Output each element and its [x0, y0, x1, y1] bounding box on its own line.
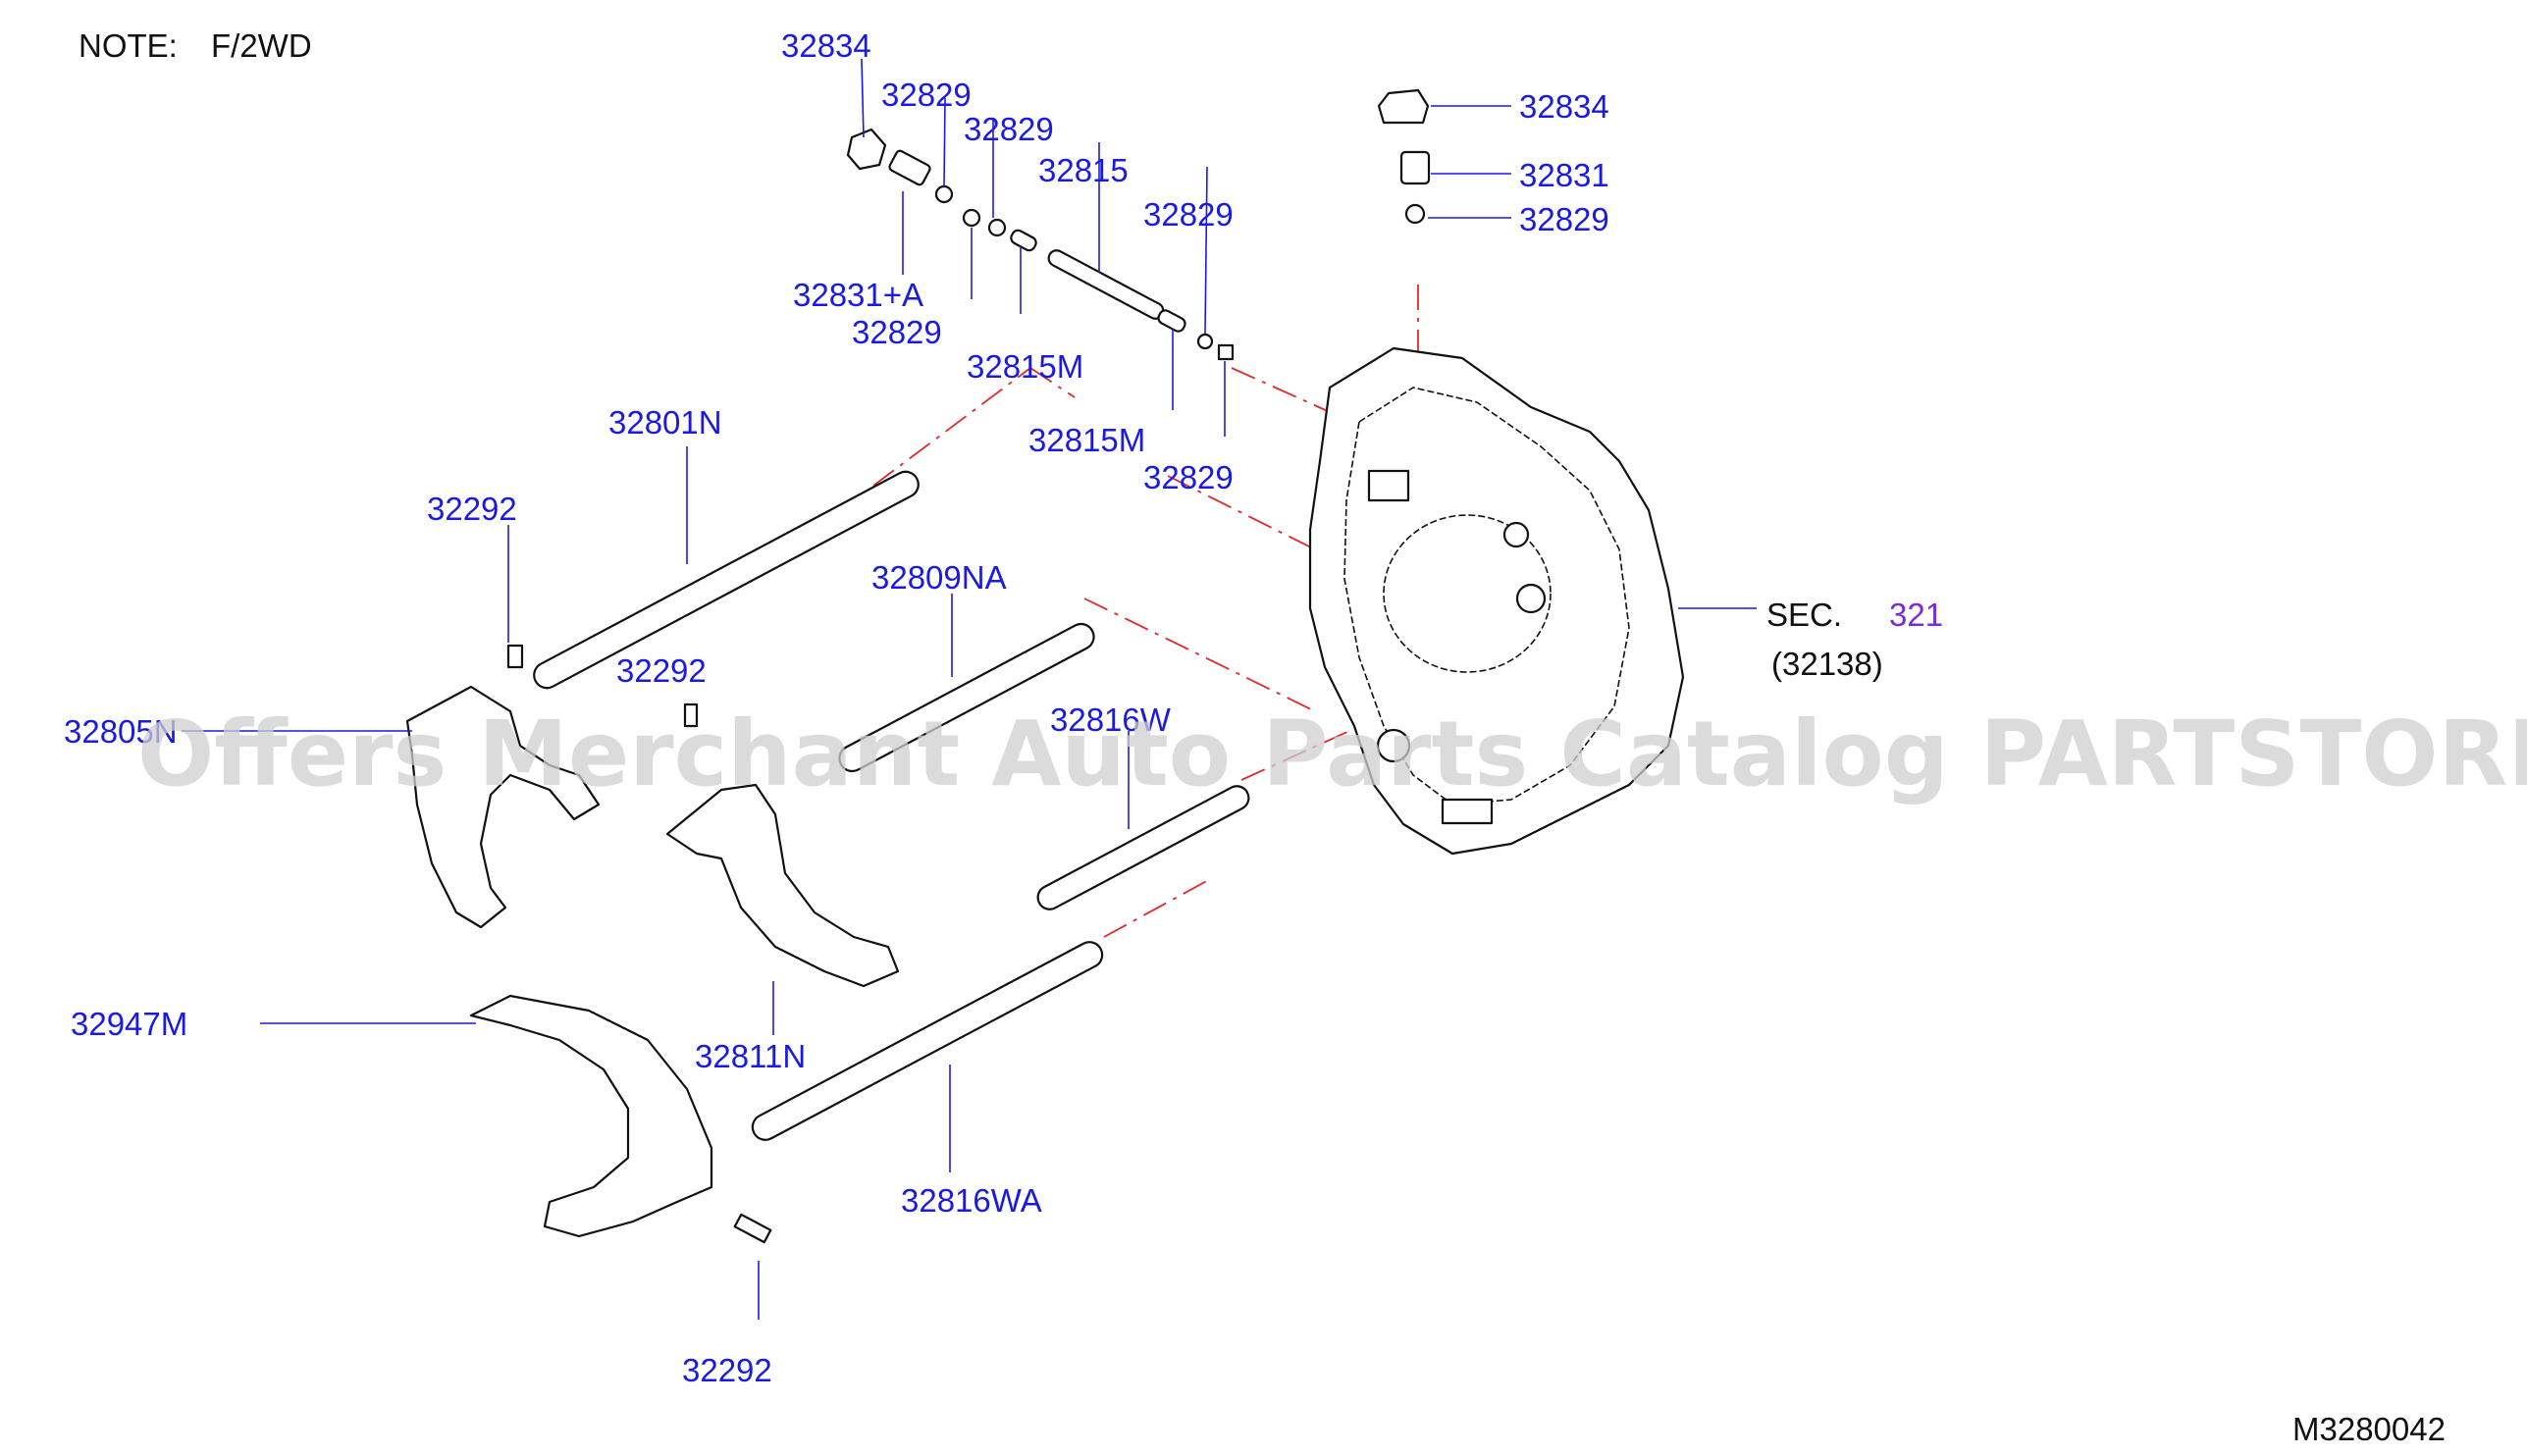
pin-32292-icon — [506, 644, 524, 669]
case-hole — [1515, 583, 1547, 614]
part-labels[interactable]: 32834 32829 32829 32815 32829 32831+A 32… — [64, 27, 1609, 1388]
part-label-32815[interactable]: 32815 — [1038, 152, 1129, 188]
spring-32831-icon — [1399, 150, 1431, 185]
part-label-32829-b[interactable]: 32829 — [964, 111, 1054, 147]
interlock-pin-32815-icon — [1047, 249, 1165, 320]
part-label-32831[interactable]: 32831 — [1519, 157, 1609, 193]
part-label-32809na[interactable]: 32809NA — [871, 559, 1007, 596]
shift-fork-32805n-icon — [405, 685, 601, 929]
part-label-32829-d[interactable]: 32829 — [852, 314, 942, 350]
part-label-32829-e[interactable]: 32829 — [1143, 459, 1234, 495]
case-hole — [1376, 728, 1411, 763]
pin-32292-icon — [683, 702, 699, 728]
part-label-32829-right[interactable]: 32829 — [1519, 201, 1609, 237]
pin-icon — [1010, 229, 1037, 252]
part-label-32816w[interactable]: 32816W — [1050, 702, 1172, 738]
shift-fork-32947m-icon — [469, 994, 713, 1238]
watermark: Offers Merchant Auto Parts Catalog PARTS… — [137, 702, 2527, 806]
part-label-32292-b[interactable]: 32292 — [616, 652, 707, 689]
part-label-32805n[interactable]: 32805N — [64, 713, 178, 750]
part-label-32815m-a[interactable]: 32815M — [967, 348, 1083, 385]
note-value: F/2WD — [211, 27, 312, 64]
part-label-32834-right[interactable]: 32834 — [1519, 88, 1609, 125]
ball-icon — [1217, 343, 1235, 361]
ball-icon — [987, 218, 1007, 237]
plug-32834-right-icon — [1377, 88, 1430, 125]
case-boss — [1367, 469, 1410, 502]
ball-icon — [1196, 333, 1214, 350]
case-tab — [1441, 798, 1494, 825]
ball-icon — [962, 208, 981, 228]
part-label-32292-c[interactable]: 32292 — [682, 1352, 772, 1388]
right-small-parts — [1377, 88, 1431, 225]
part-label-32947m[interactable]: 32947M — [71, 1006, 187, 1042]
shift-rods — [533, 470, 1250, 1141]
section-sub: (32138) — [1771, 646, 1883, 682]
case-bore — [1383, 514, 1552, 673]
note-label: NOTE: — [79, 27, 178, 64]
alignment-line — [1083, 598, 1316, 712]
plug-32834-icon — [846, 128, 887, 171]
shift-rod-32801n-icon — [533, 470, 920, 690]
part-label-32292-a[interactable]: 32292 — [427, 491, 517, 527]
alignment-line — [1167, 475, 1316, 550]
part-label-32834-top[interactable]: 32834 — [781, 27, 871, 64]
case-hole — [1502, 521, 1530, 548]
alignment-line — [1029, 367, 1076, 398]
alignment-line — [872, 367, 1031, 487]
section-prefix: SEC. — [1766, 597, 1842, 633]
case-inner-flange — [1343, 387, 1630, 806]
alignment-line — [1231, 367, 1331, 413]
part-label-32831a[interactable]: 32831+A — [793, 277, 923, 313]
section-reference: SEC. 321 (32138) — [1766, 597, 1943, 682]
spring-32831a-icon — [888, 149, 931, 186]
ball-32829-icon — [1404, 203, 1426, 225]
part-label-32815m-b[interactable]: 32815M — [1028, 422, 1145, 458]
part-label-32811n[interactable]: 32811N — [695, 1038, 806, 1074]
shift-forks — [405, 644, 900, 1244]
diagram-code: M3280042 — [2292, 1411, 2446, 1447]
leader-lines — [182, 58, 1757, 1320]
pin-32292-icon — [733, 1213, 772, 1244]
part-label-32829-c[interactable]: 32829 — [1143, 196, 1234, 233]
part-label-32801n[interactable]: 32801N — [608, 404, 722, 441]
note: NOTE: F/2WD — [79, 27, 312, 64]
shift-rod-32816wa-icon — [751, 941, 1104, 1141]
shift-rod-32816w-icon — [1036, 785, 1250, 910]
section-link-321[interactable]: 321 — [1889, 597, 1943, 633]
top-small-parts — [846, 128, 1235, 361]
transmission-case — [1308, 346, 1685, 856]
shift-fork-32811n-icon — [665, 783, 900, 988]
part-label-32829-a[interactable]: 32829 — [881, 77, 972, 113]
part-label-32816wa[interactable]: 32816WA — [901, 1182, 1042, 1219]
pin-icon — [1157, 309, 1186, 333]
shift-rod-32809na-icon — [838, 622, 1095, 773]
alignment-line — [1103, 877, 1213, 938]
ball-icon — [934, 184, 954, 204]
